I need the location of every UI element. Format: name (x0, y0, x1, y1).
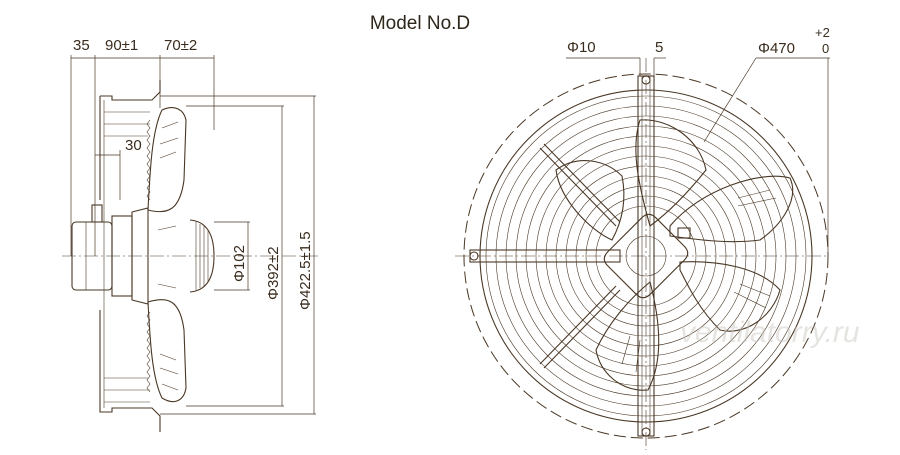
dim-phi10: Φ10 (567, 39, 596, 56)
model-title: Model No.D (370, 13, 470, 34)
dim-30: 30 (125, 137, 142, 154)
dim-phi392: Φ392±2 (265, 246, 282, 300)
side-view: 35 90±1 70±2 30 (62, 37, 320, 432)
watermark: ventilatorry.ru (680, 316, 860, 349)
front-view: Φ10 5 Φ470 +2 0 ventilatorry.ru (455, 25, 860, 450)
dim-phi470: Φ470 (758, 40, 795, 57)
dim-90: 90±1 (105, 37, 138, 54)
dim-tol-upper: +2 (815, 25, 830, 40)
dim-5: 5 (655, 39, 663, 56)
dim-35: 35 (73, 37, 90, 54)
dim-phi102: Φ102 (231, 245, 248, 282)
dim-70: 70±2 (164, 37, 197, 54)
dim-tol-lower: 0 (822, 41, 829, 56)
dim-phi422: Φ422.5±1.5 (297, 231, 314, 310)
